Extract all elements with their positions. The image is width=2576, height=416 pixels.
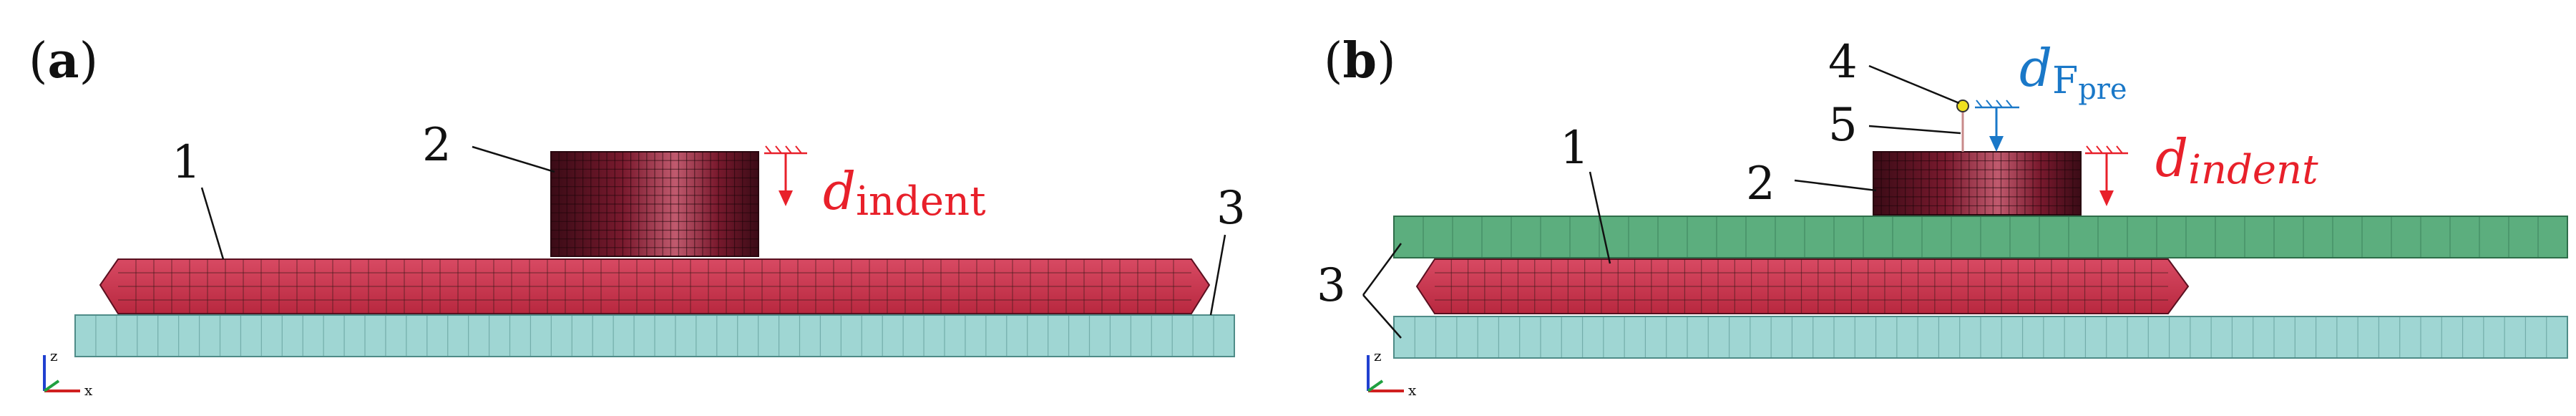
panel-a-leader-2: [472, 145, 555, 173]
panel-b-specimen: [1415, 258, 2190, 314]
panel-b-preload-label: dFpre: [2019, 38, 2127, 106]
panel-b-bottom-plate: [1393, 316, 2568, 359]
panel-a-axis-z: z: [50, 347, 58, 364]
panel-a-label-1: 1: [172, 136, 201, 189]
panel-b-label-5: 5: [1828, 99, 1858, 152]
panel-b-disp-label: dindent: [2155, 128, 2318, 193]
panel-b-leader-1: [1589, 171, 1611, 264]
panel-b-tag: (b): [1324, 32, 1396, 90]
panel-a-tag: (a): [29, 32, 98, 90]
panel-b-leader-2: [1794, 179, 1877, 192]
panel-a-indenter: [550, 151, 759, 257]
panel-b-preload-symbol: [1975, 100, 2019, 152]
panel-a-displacement-symbol: [764, 145, 807, 206]
panel-b-node: [1956, 100, 1969, 112]
panel-a-leader-3: [1209, 234, 1226, 316]
panel-a-axis-x: x: [84, 382, 93, 399]
panel-b-top-plate: [1393, 216, 2568, 258]
panel-b-leader-3b: [1362, 294, 1402, 339]
panel-b-axis-x: x: [1408, 382, 1417, 399]
panel-a-specimen: [99, 258, 1211, 314]
panel-b-leader-3a: [1362, 243, 1402, 296]
panel-a-label-3: 3: [1216, 182, 1246, 235]
panel-a-axis-triad: z x: [43, 347, 93, 399]
panel-b-displacement-symbol: [2085, 145, 2128, 206]
panel-b-leader-4: [1868, 64, 1960, 105]
panel-a-label-2: 2: [422, 119, 452, 172]
panel-b-axis-triad: z x: [1367, 347, 1417, 399]
panel-a-disp-label: dindent: [823, 161, 986, 225]
panel-b-label-4: 4: [1828, 36, 1858, 89]
panel-b: (b) 4 5 2 1 3: [1317, 32, 2568, 399]
panel-b-axis-z: z: [1374, 347, 1382, 364]
panel-a-leader-1: [200, 187, 225, 260]
panel-b-leader-5: [1868, 125, 1961, 135]
panel-b-label-3: 3: [1317, 259, 1346, 312]
panel-b-indenter: [1873, 151, 2082, 216]
panel-a-bottom-plate: [74, 314, 1235, 357]
panel-b-label-1: 1: [1560, 122, 1589, 175]
panel-a: (a) 1 2 3 dindent: [29, 32, 1246, 399]
panel-b-label-2: 2: [1746, 158, 1775, 211]
